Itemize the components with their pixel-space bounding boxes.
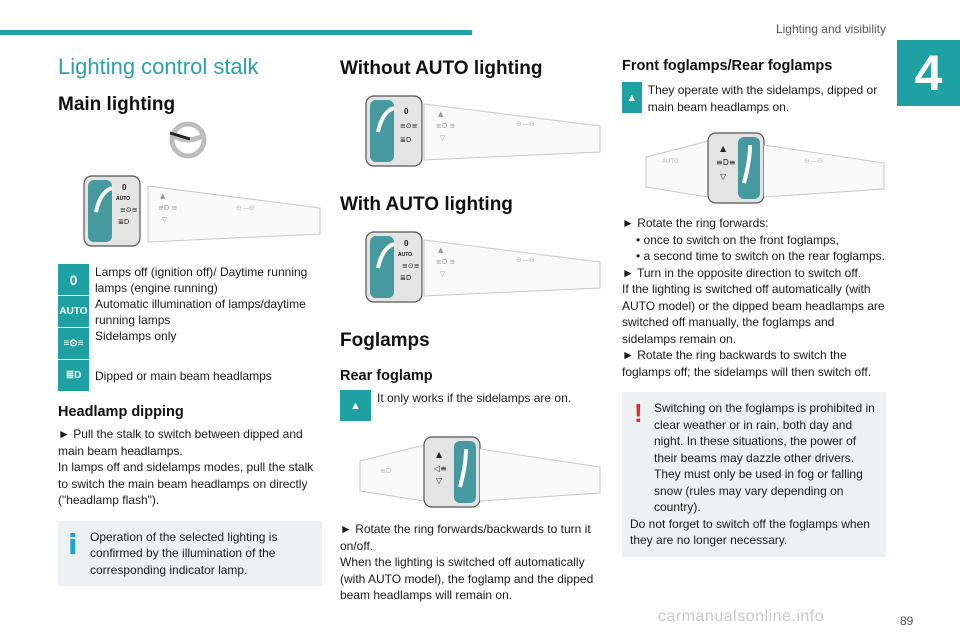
legend-text: Automatic illumination of lamps/daytime … (95, 297, 306, 327)
page-title: Lighting control stalk (58, 54, 259, 79)
stalk-auto-label: AUTO (116, 196, 130, 202)
steering-wheel-icon (169, 121, 207, 159)
dipping-step: ► Pull the stalk to switch between dippe… (58, 427, 303, 458)
sidelamps-icon: ≡⊙≡ (58, 328, 89, 359)
dipping-paragraph: In lamps off and sidelamps modes, pull t… (58, 460, 314, 507)
svg-text:▽: ▽ (440, 134, 446, 142)
warning-text-1: Switching on the foglamps is prohibited … (654, 401, 875, 514)
rear-step: ► Rotate the ring forwards/backwards to … (340, 522, 591, 553)
auto-icon: AUTO (58, 296, 89, 327)
svg-text:▲: ▲ (438, 110, 444, 118)
legend-text: Lamps off (ignition off)/ Daytime runnin… (95, 265, 308, 295)
headlamp-dipping-heading: Headlamp dipping (58, 404, 184, 420)
svg-text:≣D: ≣D (118, 218, 129, 226)
front-step-1: ► Rotate the ring forwards: (622, 216, 769, 230)
legend-item: AUTO Automatic illumination of lamps/day… (58, 296, 322, 328)
svg-text:▲: ▲ (438, 246, 444, 254)
stalk-illustration-with-auto: 0 AUTO ≡⊙≡ ≣D ▲ ≡D ≡ ▽ ⊖—⊖ (365, 231, 601, 303)
stalk-zero-label: 0 (122, 183, 127, 192)
rear-foglamp-note: ▲ It only works if the sidelamps are on. (340, 390, 602, 421)
front-step-3: ► Rotate the ring backwards to switch th… (622, 348, 872, 379)
svg-text:⊖—⊖: ⊖—⊖ (516, 256, 535, 264)
with-auto-heading: With AUTO lighting (340, 194, 513, 215)
headlamps-icon: ≣D (58, 360, 89, 391)
svg-text:▲: ▲ (160, 192, 166, 200)
front-bullet-2: • a second time to switch on the rear fo… (636, 249, 885, 263)
svg-text:≡⊙≡: ≡⊙≡ (120, 206, 138, 214)
svg-text:≣D: ≣D (400, 136, 411, 144)
svg-text:▲: ▲ (436, 450, 443, 459)
front-rear-foglamps-heading: Front foglamps/Rear foglamps (622, 58, 833, 74)
legend-item: 0 Lamps off (ignition off)/ Daytime runn… (58, 264, 322, 296)
svg-text:▽: ▽ (436, 476, 443, 485)
header-accent-bar (0, 30, 472, 35)
svg-text:▽: ▽ (162, 216, 168, 224)
svg-text:≡D ≡: ≡D ≡ (436, 122, 455, 130)
info-icon: i (68, 527, 78, 561)
column-2: Without AUTO lighting 0 ≡⊙≡ ≣D ▲ ≡D ≡ ▽ … (340, 54, 602, 604)
info-text: Operation of the selected lighting is co… (90, 529, 278, 577)
stalk-illustration-rear-foglamp: ▲ ◁≡ ▽ ≡D (359, 436, 601, 508)
legend-item: ≣D Dipped or main beam headlamps (58, 360, 322, 392)
front-paragraph: If the lighting is switched off automati… (622, 282, 885, 346)
svg-text:AUTO: AUTO (398, 252, 412, 258)
foglamps-heading: Foglamps (340, 330, 430, 351)
info-box: i Operation of the selected lighting is … (58, 520, 322, 586)
svg-text:▲: ▲ (720, 144, 727, 153)
without-auto-heading: Without AUTO lighting (340, 58, 543, 79)
svg-text:⊖—⊖: ⊖—⊖ (516, 120, 535, 128)
svg-text:≡D≡: ≡D≡ (716, 158, 736, 167)
svg-text:≡D ≡: ≡D ≡ (158, 204, 177, 212)
front-note-text: They operate with the sidelamps, dipped … (647, 83, 878, 114)
legend-item: ≡⊙≡ Sidelamps only (58, 328, 322, 360)
svg-text:≡⊙≡: ≡⊙≡ (400, 122, 418, 130)
svg-text:0: 0 (404, 239, 409, 248)
front-foglamp-note: ▲ They operate with the sidelamps, dippe… (622, 82, 886, 115)
rear-foglamp-heading: Rear foglamp (340, 368, 433, 384)
front-step-2: ► Turn in the opposite direction to swit… (622, 265, 862, 280)
svg-text:≡D ≡: ≡D ≡ (436, 258, 455, 266)
svg-text:▽: ▽ (440, 270, 446, 278)
stalk-illustration-front-foglamps: ▲ ≡D≡ ▽ AUTO ⊖—⊖ (645, 132, 885, 204)
watermark: carmanualsonline.info (658, 608, 825, 625)
svg-text:⊖—⊖: ⊖—⊖ (236, 204, 255, 212)
section-title: Lighting and visibility (775, 22, 886, 36)
svg-text:≣D: ≣D (400, 274, 411, 282)
rear-paragraph: When the lighting is switched off automa… (340, 555, 594, 602)
svg-text:≡D: ≡D (380, 467, 391, 475)
column-3: Front foglamps/Rear foglamps ▲ They oper… (622, 54, 886, 557)
lighting-legend: 0 Lamps off (ignition off)/ Daytime runn… (58, 264, 322, 392)
legend-text: Sidelamps only (95, 329, 177, 343)
svg-text:◁≡: ◁≡ (433, 464, 447, 473)
page-number: 89 (900, 614, 914, 628)
front-bullet-1: • once to switch on the front foglamps, (636, 232, 839, 247)
rear-note-text: It only works if the sidelamps are on. (377, 391, 572, 405)
warning-box: ! Switching on the foglamps is prohibite… (622, 392, 886, 557)
column-1: Lighting control stalk Main lighting 0 A… (58, 54, 322, 586)
stalk-illustration-main: 0 AUTO ≡⊙≡ ≣D ▲ ≡D ≡ ▽ ⊖—⊖ (83, 175, 321, 247)
warning-icon: ! (634, 398, 643, 428)
stalk-illustration-without-auto: 0 ≡⊙≡ ≣D ▲ ≡D ≡ ▽ ⊖—⊖ (365, 95, 601, 167)
svg-text:0: 0 (404, 107, 409, 116)
svg-text:⊖—⊖: ⊖—⊖ (804, 157, 823, 165)
rear-foglamp-icon: ▲ (340, 390, 371, 421)
main-lighting-heading: Main lighting (58, 94, 176, 115)
front-foglamp-instructions: ► Rotate the ring forwards: • once to sw… (622, 215, 886, 380)
svg-text:▽: ▽ (720, 172, 727, 181)
chapter-tab: 4 (897, 40, 960, 106)
front-foglamp-icon: ▲ (622, 82, 642, 113)
warning-text-2: Do not forget to switch off the foglamps… (630, 516, 870, 548)
svg-text:AUTO: AUTO (662, 159, 679, 165)
lamps-off-icon: 0 (58, 264, 89, 295)
svg-text:≡⊙≡: ≡⊙≡ (402, 262, 420, 270)
legend-text: Dipped or main beam headlamps (95, 369, 272, 383)
